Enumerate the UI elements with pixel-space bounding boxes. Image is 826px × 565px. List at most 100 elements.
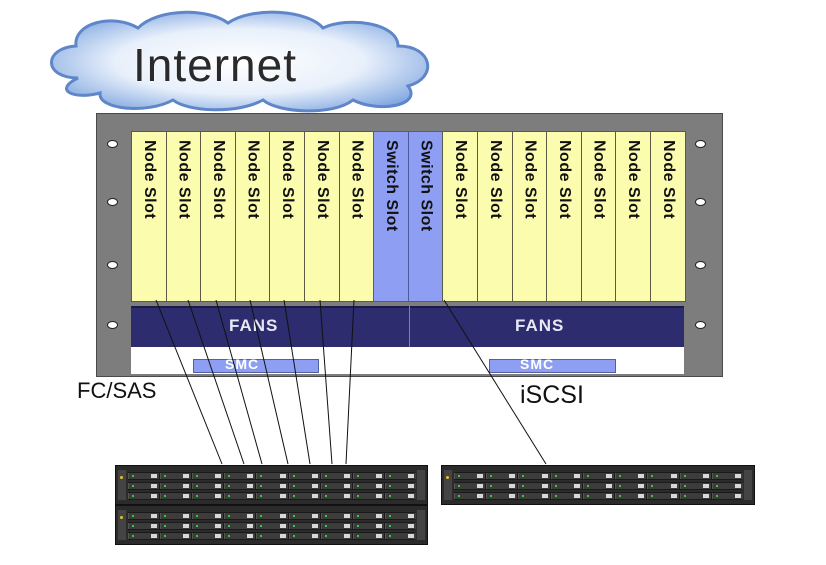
drive-led	[196, 515, 199, 517]
slot-label: Node Slot	[659, 140, 677, 220]
fc-sas-cable	[215, 299, 263, 465]
drive-led	[132, 535, 134, 537]
drive-latch	[247, 514, 254, 518]
drive-bay	[320, 473, 352, 479]
drive-latch	[573, 494, 580, 498]
storage-array-fc-sas-1	[115, 465, 428, 505]
drive-latch	[151, 534, 158, 538]
drive-latch	[183, 494, 190, 498]
drive-bay	[550, 483, 582, 489]
drive-bay	[192, 493, 224, 499]
drive-row	[128, 482, 416, 490]
drive-led	[619, 475, 622, 477]
node-slot: Node Slot	[477, 131, 513, 302]
fc-sas-cable	[345, 299, 355, 465]
drive-latch	[151, 524, 158, 528]
drive-row	[454, 492, 743, 500]
drive-led	[458, 495, 460, 497]
drive-led	[260, 515, 263, 517]
drive-bay	[128, 473, 160, 479]
drive-bay	[320, 533, 352, 539]
drive-latch	[215, 474, 222, 478]
drive-latch	[343, 484, 350, 488]
drive-bay	[647, 483, 679, 489]
drive-led	[651, 495, 654, 497]
drive-latch	[407, 484, 414, 488]
drive-latch	[509, 494, 516, 498]
slot-label: Switch Slot	[382, 140, 400, 232]
drive-bay	[615, 493, 647, 499]
drive-led	[356, 475, 359, 477]
drive-bay	[352, 533, 384, 539]
fc-sas-cable	[187, 299, 245, 465]
drive-led	[164, 535, 167, 537]
storage-array-fc-sas-2	[115, 505, 428, 545]
node-slot: Node Slot	[650, 131, 686, 302]
drive-latch	[734, 484, 741, 488]
drive-bay	[288, 473, 320, 479]
drive-latch	[279, 514, 286, 518]
internet-label: Internet	[133, 39, 297, 91]
drive-bay	[679, 493, 711, 499]
drive-bay	[256, 483, 288, 489]
drive-bay	[384, 493, 416, 499]
drive-led	[228, 475, 231, 477]
drive-led	[388, 525, 391, 527]
drive-led	[132, 475, 134, 477]
node-slot: Node Slot	[165, 131, 202, 302]
drive-bay	[288, 533, 320, 539]
drive-latch	[734, 494, 741, 498]
drive-led	[586, 495, 589, 497]
drive-latch	[183, 474, 190, 478]
drive-led	[715, 495, 718, 497]
node-slot: Node Slot	[546, 131, 582, 302]
drive-bay	[160, 483, 192, 489]
drive-latch	[247, 524, 254, 528]
fc-sas-cable	[155, 299, 223, 465]
drive-bay	[288, 523, 320, 529]
drive-led	[586, 475, 589, 477]
iscsi-cable	[443, 299, 547, 465]
drive-led	[196, 495, 199, 497]
drive-led	[619, 485, 622, 487]
drive-latch	[151, 484, 158, 488]
drive-latch	[247, 474, 254, 478]
drive-latch	[638, 484, 645, 488]
drive-led	[260, 535, 263, 537]
drive-led	[490, 485, 493, 487]
drive-led	[292, 525, 295, 527]
node-slot: Node Slot	[338, 131, 375, 302]
drive-led	[260, 475, 263, 477]
drive-led	[554, 475, 557, 477]
slot-label: Node Slot	[140, 140, 158, 220]
drive-bay	[320, 493, 352, 499]
drive-led	[490, 495, 493, 497]
drive-bay	[256, 493, 288, 499]
drive-bay	[711, 473, 743, 479]
drive-led	[324, 485, 327, 487]
drive-led	[324, 535, 327, 537]
drive-bay	[160, 533, 192, 539]
drive-led	[324, 475, 327, 477]
drive-latch	[343, 524, 350, 528]
drive-bay	[384, 483, 416, 489]
drive-led	[619, 495, 622, 497]
drive-led	[522, 495, 525, 497]
drive-bay	[454, 473, 486, 479]
drive-latch	[573, 484, 580, 488]
drive-led	[388, 475, 391, 477]
drive-latch	[311, 474, 318, 478]
node-slot: Node Slot	[442, 131, 478, 302]
drive-latch	[375, 484, 382, 488]
drive-bay	[256, 473, 288, 479]
drive-led	[683, 495, 686, 497]
slot-label: Node Slot	[175, 140, 193, 220]
drive-bay	[160, 523, 192, 529]
drive-latch	[279, 494, 286, 498]
drive-bay	[256, 513, 288, 519]
drive-latch	[670, 494, 677, 498]
drive-bay	[582, 473, 615, 479]
fans-divider	[409, 306, 410, 347]
drive-led	[715, 475, 718, 477]
